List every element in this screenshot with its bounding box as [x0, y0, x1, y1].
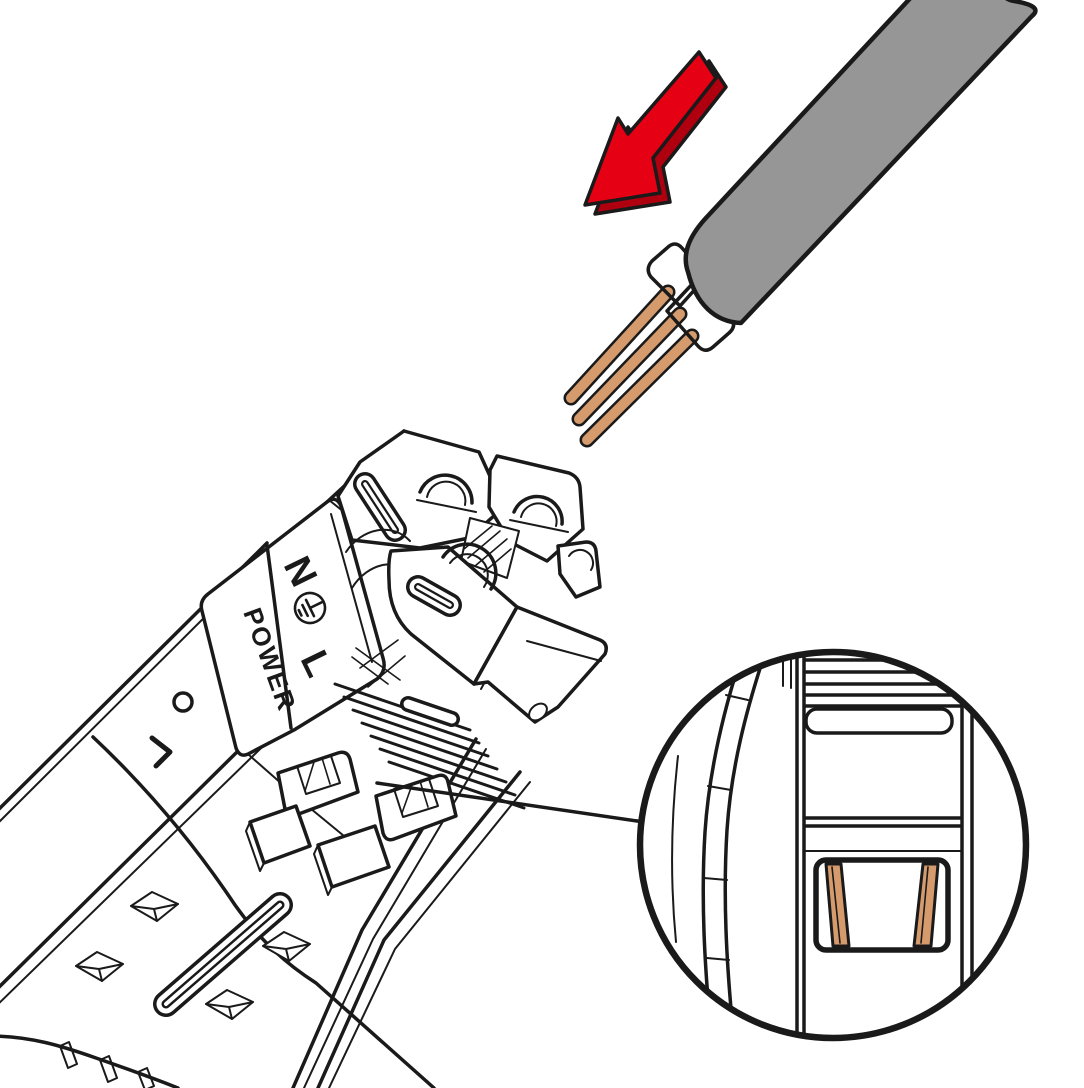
- clamp-arch: [512, 494, 564, 526]
- housing-slab-side: [313, 844, 333, 896]
- magnified-housing-curve: [701, 652, 746, 1038]
- label-block-outline: [199, 497, 386, 757]
- clamp-arch: [449, 553, 489, 588]
- copper-conductor: [574, 309, 685, 424]
- wire-clamp-front-right: [472, 605, 608, 724]
- magnified-housing-curve: [671, 755, 679, 943]
- housing-slab: [248, 804, 312, 865]
- inspection-window-opening: [393, 778, 439, 818]
- housing-slab-side: [245, 821, 265, 872]
- magnified-step-lines: [803, 816, 963, 828]
- mounting-slot: [164, 903, 282, 1006]
- base-plate-bumps: [75, 891, 311, 1020]
- spring-contact-lines: [401, 780, 429, 814]
- label-block-fold: [265, 543, 293, 730]
- inspection-window-wire: [912, 862, 940, 948]
- inspection-window-wire-line: [920, 866, 929, 944]
- housing-hole: [172, 691, 194, 713]
- comb-teeth: [59, 1041, 155, 1088]
- wire-clamp-assembly: [336, 429, 608, 724]
- leader-line: [375, 781, 646, 824]
- copper-conductor: [566, 287, 673, 403]
- direction-arrow-icon: [583, 50, 728, 216]
- inspection-window-wire-line: [831, 866, 841, 944]
- clamp-arch-base: [416, 499, 477, 513]
- housing-slab: [316, 824, 391, 889]
- rib-slot: [403, 699, 457, 724]
- copper-conductor: [582, 331, 697, 445]
- detail-callout: [375, 648, 1030, 1042]
- housing-front-arc: [91, 735, 436, 1088]
- bump: [75, 963, 124, 982]
- magnified-edge-lines: [795, 652, 974, 1038]
- spring-contact-lines: [351, 639, 406, 688]
- clamp-arch: [418, 473, 474, 505]
- inspection-window-wire: [824, 862, 851, 948]
- mains-cable: [563, 0, 1038, 448]
- magnified-pad: [804, 707, 954, 735]
- wire-blue-neutral: [646, 242, 709, 308]
- terminal-label-block: POWER N L: [199, 497, 386, 757]
- clamp-hook-curl: [568, 549, 594, 571]
- copper-conductors: [563, 284, 700, 448]
- channel-rail: [316, 770, 522, 1088]
- housing-notch: [149, 735, 173, 769]
- clamp-slot: [363, 482, 397, 532]
- magnifier-ring: [636, 648, 1030, 1042]
- clamp-window-prism: [460, 517, 520, 579]
- clamp-window-hatch: [463, 525, 512, 573]
- inspection-window-opening: [296, 755, 341, 795]
- bump: [205, 1001, 254, 1020]
- arrow-face: [583, 50, 718, 207]
- clamp-inner-line: [526, 640, 602, 662]
- clamp-foot: [528, 702, 548, 722]
- magnified-view: [671, 652, 974, 1038]
- housing-mid-details: [75, 682, 531, 1088]
- magnified-housing-curve: [723, 652, 768, 1038]
- cable-sheath: [683, 0, 1038, 326]
- clamp-arch: [441, 542, 498, 591]
- bump: [262, 943, 311, 962]
- ground-symbol-icon: [293, 591, 327, 625]
- clamp-arch: [520, 502, 558, 527]
- inspection-window-frame: [276, 750, 360, 818]
- clamp-arch-base: [509, 519, 569, 533]
- clamp-arch: [426, 480, 467, 506]
- magnified-segment-ticks: [703, 694, 749, 961]
- channel-rail: [328, 781, 531, 1088]
- clamp-slot: [416, 585, 452, 607]
- spring-contact-lines: [304, 757, 331, 792]
- bump: [130, 903, 179, 922]
